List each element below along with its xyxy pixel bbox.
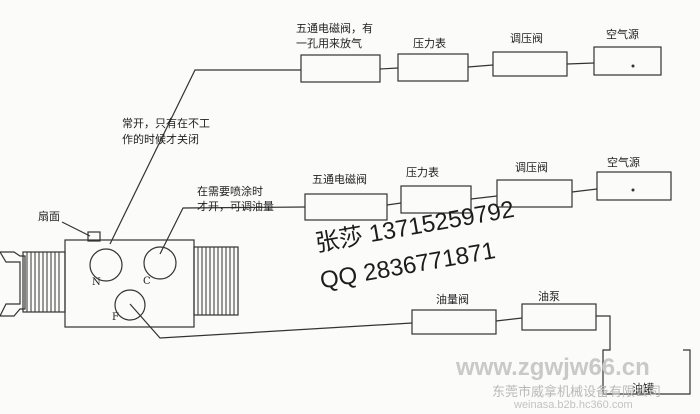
row1-valve-label-line1: 五通电磁阀，有	[296, 22, 373, 35]
row1-air-source-label: 空气源	[606, 28, 639, 41]
row1-pipe-to-valve	[109, 69, 301, 245]
row2-pipe-regulator-source	[571, 188, 598, 193]
row1-note-line1: 常开，只有在不工	[122, 117, 210, 130]
row2-air-source-label: 空气源	[607, 156, 640, 169]
oil-tank-label: 油罐	[632, 382, 654, 395]
watermark-site: www.zgwjw66.cn	[456, 354, 650, 381]
row2-gauge-label: 压力表	[406, 166, 439, 179]
row3-pipe-to-oil-valve	[129, 303, 413, 339]
row1-pipe-valve-gauge	[379, 67, 399, 70]
fan-adjust-knob	[87, 231, 101, 242]
row1-valve-label-line2: 一孔用来放气	[296, 37, 362, 50]
watermark-company: 东莞市威拿机械设备有限公司	[492, 384, 662, 399]
oil-pump-box	[521, 303, 597, 331]
nozzle-cap	[0, 251, 26, 317]
port-c-circle	[143, 246, 177, 280]
fan-label: 扇面	[38, 210, 60, 223]
row1-air-source-mark	[631, 64, 635, 68]
row1-note-line2: 作的时候才关闭	[122, 133, 199, 146]
row2-pipe-to-valve	[159, 206, 306, 255]
oil-tank-outline	[596, 315, 691, 395]
spray-gun-body	[64, 239, 195, 328]
row1-regulator-label: 调压阀	[510, 32, 543, 45]
row2-pipe-valve-gauge	[386, 202, 402, 206]
row2-pipe-gauge-regulator	[470, 195, 498, 200]
row1-gauge-label: 压力表	[413, 37, 446, 50]
port-f-label: F	[112, 312, 119, 323]
port-n-circle	[89, 248, 123, 282]
row2-regulator-label: 调压阀	[515, 161, 548, 174]
row2-air-source-mark	[631, 188, 635, 192]
fin-hatching	[26, 247, 235, 315]
right-fins	[193, 246, 239, 316]
row1-regulator-box	[492, 51, 568, 77]
row3-pipe-valve-pump	[495, 317, 523, 322]
row2-note-line2: 才开，可调油量	[197, 200, 274, 213]
fan-label-leader	[61, 221, 91, 237]
row1-pressure-gauge-box	[397, 53, 469, 82]
row2-air-source-box	[596, 171, 672, 201]
watermark-subsite: weinasa.b2b.hc360.com	[514, 399, 633, 411]
row2-note-line1: 在需要喷涂时	[197, 185, 263, 198]
row1-solenoid-valve-box	[300, 54, 381, 83]
left-fins	[22, 251, 66, 313]
oil-valve-box	[411, 309, 497, 335]
port-n-label: N	[92, 277, 101, 288]
row1-pipe-gauge-regulator	[467, 64, 494, 68]
port-f-circle	[114, 289, 146, 321]
oil-valve-label: 油量阀	[436, 293, 469, 306]
port-c-label: C	[143, 276, 151, 287]
row1-air-source-box	[593, 46, 662, 76]
oil-pump-label: 油泵	[538, 290, 560, 303]
row2-valve-label: 五通电磁阀	[312, 173, 367, 186]
row2-regulator-box	[496, 179, 573, 208]
row2-pressure-gauge-box	[400, 185, 472, 214]
row1-pipe-regulator-source	[566, 62, 595, 65]
